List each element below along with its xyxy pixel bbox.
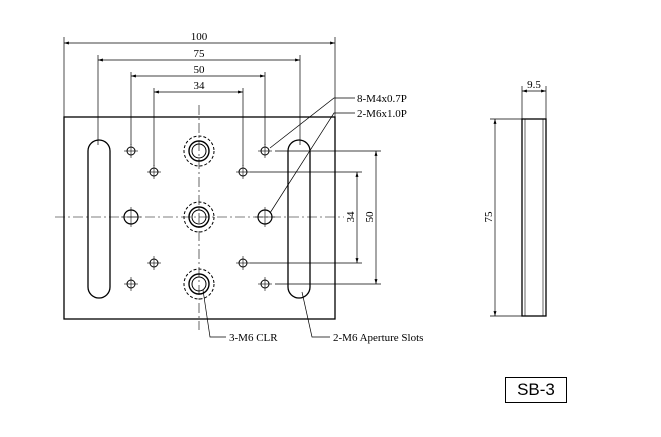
dim-label-side-75: 75 <box>483 211 495 223</box>
callout-aperture-slots: 2-M6 Aperture Slots <box>333 332 423 344</box>
callout-clearance-m6: 3-M6 CLR <box>229 332 278 344</box>
dim-label-vertical-34: 34 <box>345 211 357 223</box>
clearance-hole-middle <box>183 201 215 233</box>
dimension-lines-vertical <box>250 150 381 285</box>
dim-label-34: 34 <box>194 80 206 92</box>
dim-label-50: 50 <box>194 64 206 76</box>
plate-front-view <box>55 105 344 330</box>
side-view-outline <box>521 118 547 317</box>
callout-tapped-m6: 2-M6x1.0P <box>357 108 407 120</box>
aperture-slot-right <box>287 139 311 299</box>
dim-label-100: 100 <box>191 31 208 43</box>
tapped-hole-m6 <box>121 207 275 227</box>
dim-label-75: 75 <box>194 48 206 60</box>
part-label: SB-3 <box>505 377 567 403</box>
callout-tapped-m4: 8-M4x0.7P <box>357 93 407 105</box>
plate-side-view <box>490 86 547 317</box>
tapped-hole-m4 <box>124 144 272 291</box>
dim-label-vertical-50: 50 <box>364 211 376 223</box>
tapped-hole-m4-inner <box>147 165 250 270</box>
aperture-slot-left <box>87 139 111 299</box>
clearance-hole-bottom <box>183 268 215 300</box>
callout-leaders <box>202 97 355 338</box>
dimension-lines-horizontal <box>63 37 336 166</box>
dim-label-thickness: 9.5 <box>527 79 541 91</box>
clearance-hole-top <box>183 135 215 167</box>
plate-outline <box>63 116 336 320</box>
